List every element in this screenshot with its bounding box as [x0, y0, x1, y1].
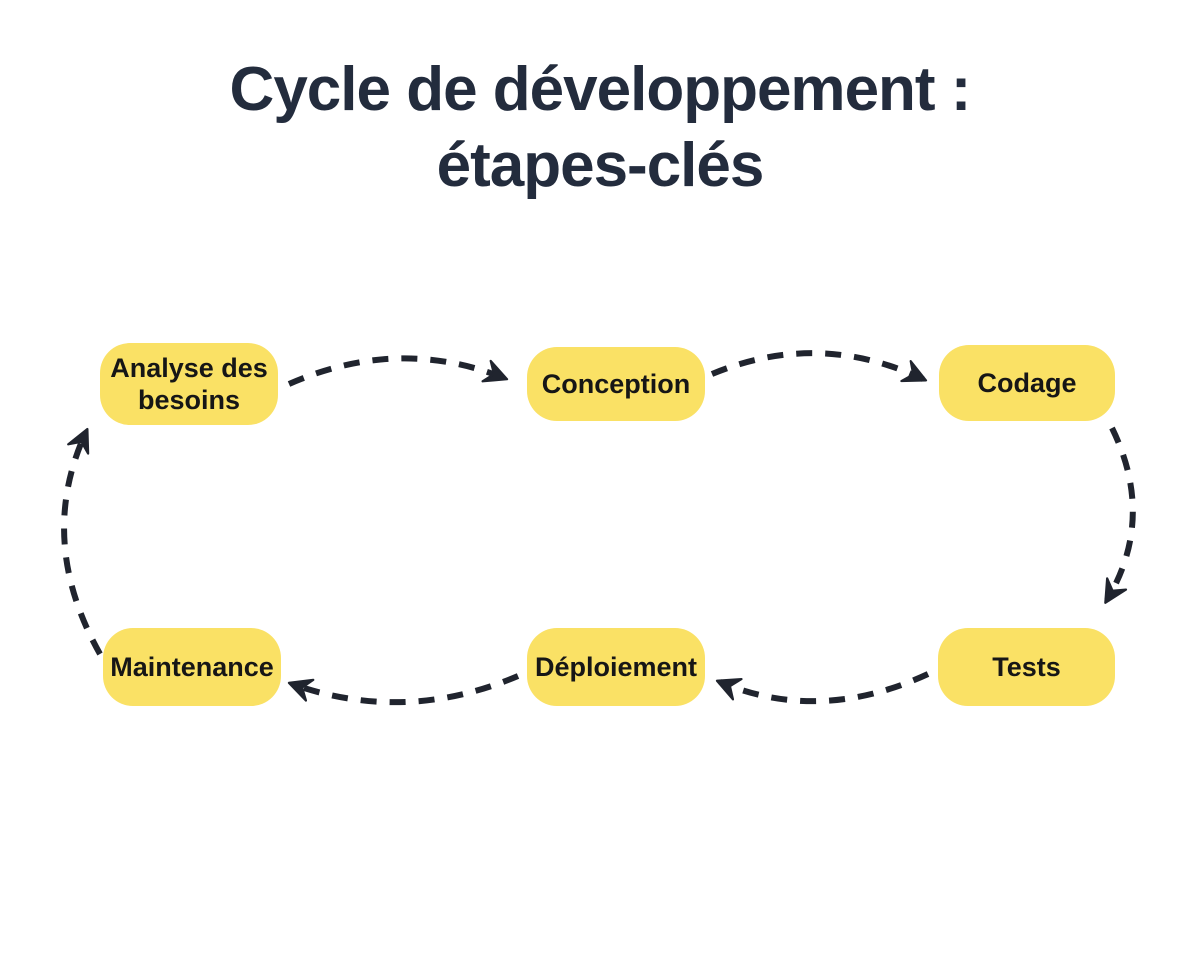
node-label: Maintenance	[110, 651, 274, 682]
node-label: Codage	[977, 367, 1077, 398]
title-line-2: étapes-clés	[436, 130, 765, 200]
node-maintenance: Maintenance	[103, 628, 281, 706]
diagram-title: Cycle de développement : étapes-clés	[0, 52, 1200, 203]
node-label: Conception	[541, 368, 691, 399]
node-deploiement: Déploiement	[527, 628, 705, 706]
edge-deploiement-to-maintenance	[287, 673, 520, 706]
edge-conception-to-codage	[710, 350, 928, 383]
node-tests: Tests	[938, 628, 1115, 706]
node-label: Déploiement	[534, 651, 698, 682]
node-label: Tests	[992, 651, 1061, 682]
edge-tests-to-deploiement	[715, 671, 930, 705]
edge-codage-to-tests	[1104, 426, 1136, 604]
node-analyse-des-besoins: Analyse des besoins	[100, 343, 278, 425]
node-conception: Conception	[527, 347, 705, 421]
node-codage: Codage	[939, 345, 1115, 421]
node-label: Analyse des besoins	[110, 352, 268, 415]
title-line-1: Cycle de développement :	[229, 55, 972, 124]
edge-analyse-to-conception	[287, 355, 509, 387]
edge-maintenance-to-analyse	[61, 427, 103, 656]
